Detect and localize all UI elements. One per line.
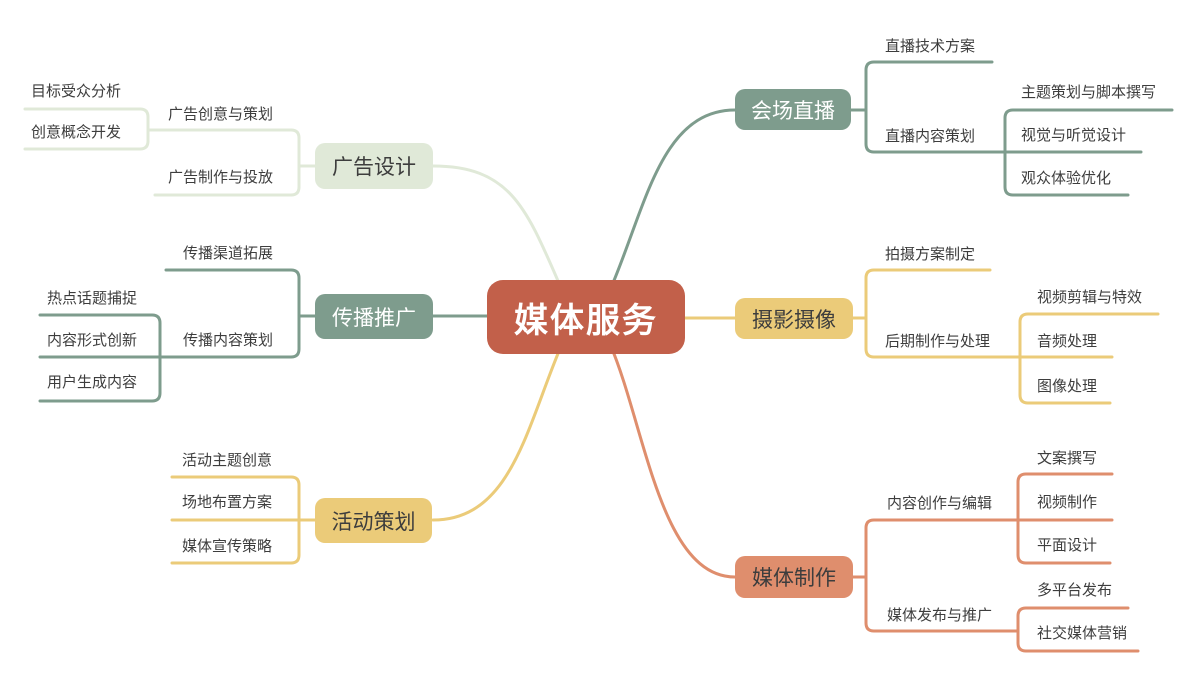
central-topic[interactable]: 媒体服务 — [487, 280, 685, 354]
branch-node-communication-promotion[interactable]: 传播推广 — [315, 294, 433, 339]
branch-node-ad-design[interactable]: 广告设计 — [315, 143, 433, 189]
topic-video-editing-effects[interactable]: 视频剪辑与特效 — [1037, 289, 1143, 306]
branch-node-photography[interactable]: 摄影摄像 — [735, 298, 853, 339]
topic-video-production[interactable]: 视频制作 — [1037, 494, 1098, 511]
branch-event-planning-connectors — [170, 342, 564, 565]
topic-user-generated-content[interactable]: 用户生成内容 — [47, 374, 138, 391]
topic-live-tech-plan[interactable]: 直播技术方案 — [885, 38, 976, 55]
topic-target-audience-analysis[interactable]: 目标受众分析 — [31, 83, 122, 100]
topic-venue-layout-plan[interactable]: 场地布置方案 — [182, 494, 273, 511]
branch-node-event-planning[interactable]: 活动策划 — [315, 498, 432, 543]
topic-copywriting[interactable]: 文案撰写 — [1037, 450, 1098, 467]
branch-node-live-streaming[interactable]: 会场直播 — [735, 89, 851, 130]
topic-audio-processing[interactable]: 音频处理 — [1037, 333, 1098, 350]
topic-event-theme-creative[interactable]: 活动主题创意 — [182, 452, 273, 469]
topic-visual-audio-design[interactable]: 视觉与听觉设计 — [1021, 127, 1127, 144]
topic-image-processing[interactable]: 图像处理 — [1037, 378, 1098, 395]
topic-audience-experience[interactable]: 观众体验优化 — [1021, 170, 1112, 187]
topic-graphic-design[interactable]: 平面设计 — [1037, 537, 1098, 554]
topic-media-publishing-promotion[interactable]: 媒体发布与推广 — [887, 607, 993, 624]
topic-content-form-innovation[interactable]: 内容形式创新 — [47, 332, 138, 349]
branch-media-production-connectors — [608, 342, 1140, 653]
topic-media-publicity-strategy[interactable]: 媒体宣传策略 — [182, 538, 273, 555]
topic-ad-production-placement[interactable]: 广告制作与投放 — [168, 169, 274, 186]
topic-multi-platform-publishing[interactable]: 多平台发布 — [1037, 582, 1113, 599]
branch-live-streaming-connectors — [608, 60, 1174, 292]
branch-ad-design-connectors — [23, 107, 564, 292]
topic-hot-topic-capture[interactable]: 热点话题捕捉 — [47, 290, 138, 307]
topic-ad-creative-planning[interactable]: 广告创意与策划 — [168, 106, 274, 123]
topic-shooting-plan[interactable]: 拍摄方案制定 — [885, 246, 976, 263]
topic-communication-content-planning[interactable]: 传播内容策划 — [183, 332, 274, 349]
branch-node-media-production[interactable]: 媒体制作 — [735, 556, 853, 598]
topic-social-media-marketing[interactable]: 社交媒体营销 — [1037, 625, 1128, 642]
topic-content-creation-editing[interactable]: 内容创作与编辑 — [887, 495, 993, 512]
topic-live-content-planning[interactable]: 直播内容策划 — [885, 128, 976, 145]
topic-channel-expansion[interactable]: 传播渠道拓展 — [183, 245, 274, 262]
topic-creative-concept-development[interactable]: 创意概念开发 — [31, 124, 122, 141]
topic-theme-script-writing[interactable]: 主题策划与脚本撰写 — [1021, 84, 1157, 101]
topic-post-production[interactable]: 后期制作与处理 — [885, 333, 991, 350]
